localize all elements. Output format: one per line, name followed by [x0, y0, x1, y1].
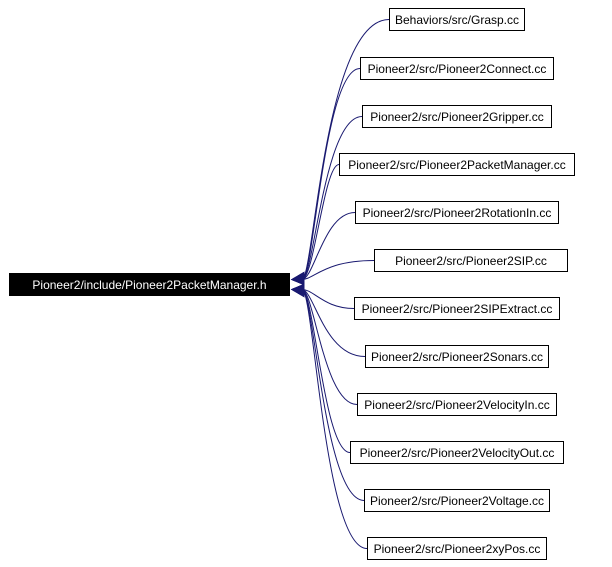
- node-pioneer2gripper-cc[interactable]: Pioneer2/src/Pioneer2Gripper.cc: [362, 105, 552, 128]
- dependency-edge: [301, 289, 358, 405]
- node-pioneer2velocityout-cc[interactable]: Pioneer2/src/Pioneer2VelocityOut.cc: [350, 441, 564, 464]
- dependency-edge: [301, 116, 363, 280]
- node-pioneer2xypos-cc[interactable]: Pioneer2/src/Pioneer2xyPos.cc: [367, 537, 547, 560]
- node-pioneer2sip-cc[interactable]: Pioneer2/src/Pioneer2SIP.cc: [374, 249, 568, 272]
- arrowhead: [290, 283, 305, 298]
- node-pioneer2connect-cc[interactable]: Pioneer2/src/Pioneer2Connect.cc: [360, 57, 554, 80]
- dependency-edge: [301, 289, 366, 357]
- dependency-edge: [301, 68, 361, 280]
- arrowhead-group: [290, 271, 305, 298]
- dependency-edge: [301, 289, 368, 549]
- arrowhead: [290, 271, 305, 286]
- dependency-edge: [301, 260, 375, 280]
- dependency-edge: [301, 289, 355, 309]
- node-pioneer2voltage-cc[interactable]: Pioneer2/src/Pioneer2Voltage.cc: [364, 489, 550, 512]
- node-pioneer2packetmanager-cc[interactable]: Pioneer2/src/Pioneer2PacketManager.cc: [339, 153, 575, 176]
- node-pioneer2velocityin-cc[interactable]: Pioneer2/src/Pioneer2VelocityIn.cc: [357, 393, 557, 416]
- edge-group: [301, 19, 390, 549]
- dependency-edge: [301, 212, 356, 280]
- node-pioneer2sonars-cc[interactable]: Pioneer2/src/Pioneer2Sonars.cc: [365, 345, 549, 368]
- dependency-edge: [301, 19, 390, 280]
- node-grasp-cc[interactable]: Behaviors/src/Grasp.cc: [389, 8, 525, 31]
- dependency-edge: [301, 164, 340, 280]
- node-pioneer2rotationin-cc[interactable]: Pioneer2/src/Pioneer2RotationIn.cc: [355, 201, 559, 224]
- root-node-pioneer2packetmanager-h: Pioneer2/include/Pioneer2PacketManager.h: [9, 273, 290, 296]
- dependency-edge: [301, 289, 365, 501]
- node-pioneer2sipextract-cc[interactable]: Pioneer2/src/Pioneer2SIPExtract.cc: [354, 297, 560, 320]
